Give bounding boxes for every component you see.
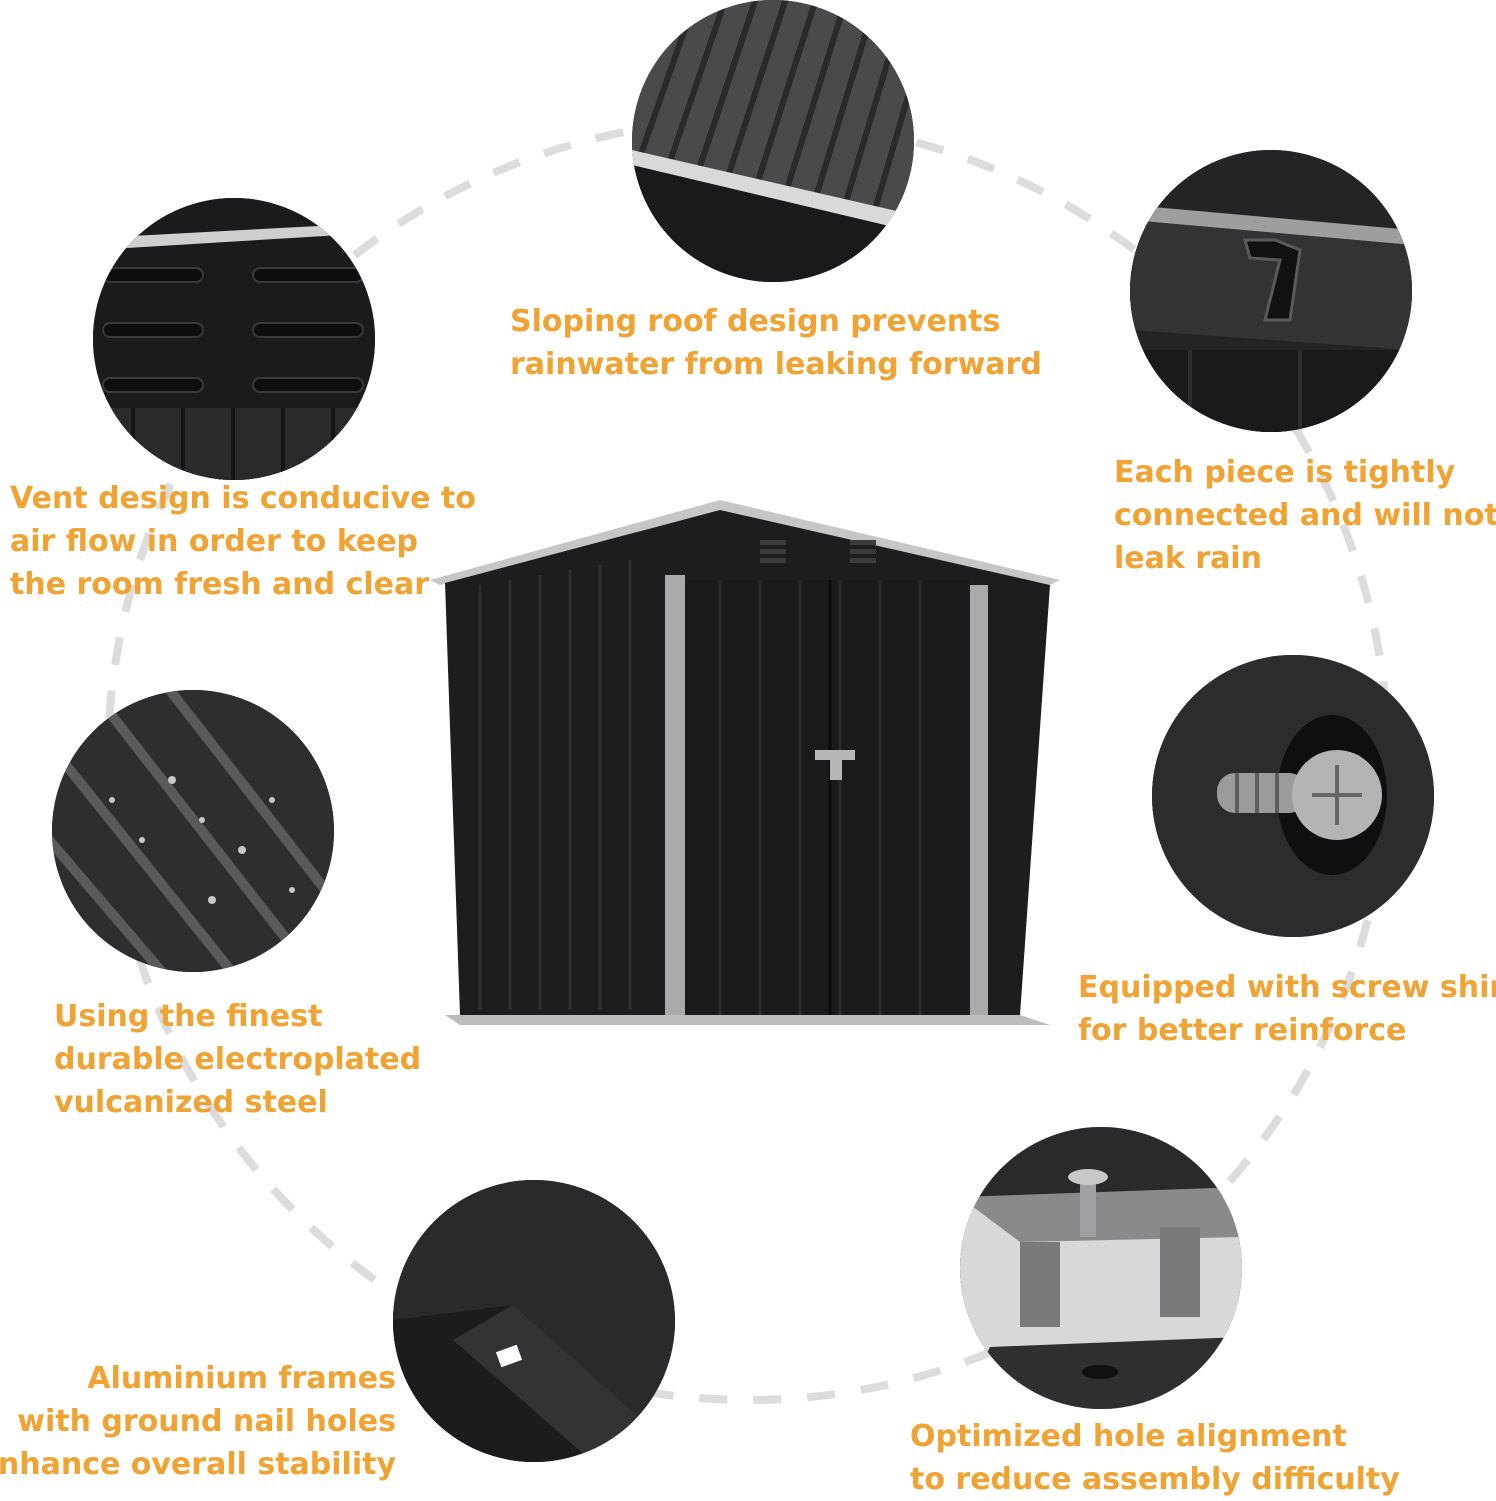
roof-detail-image	[632, 0, 914, 282]
vent-detail-image	[93, 198, 375, 480]
screw-caption-line-1: Equipped with screw shim	[1078, 970, 1496, 1005]
roof-caption: Sloping roof design prevents rainwater f…	[510, 300, 1042, 386]
screw-caption: Equipped with screw shim for better rein…	[1078, 966, 1496, 1052]
steel-caption-line-1: Using the finest	[54, 999, 323, 1034]
steel-caption-line-2: durable electroplated	[54, 1042, 422, 1077]
ground-frame-image	[393, 1180, 675, 1462]
alignment-caption: Optimized hole alignment to reduce assem…	[910, 1415, 1400, 1501]
connection-caption: Each piece is tightly connected and will…	[1114, 451, 1496, 580]
roof-caption-line-2: rainwater from leaking forward	[510, 347, 1042, 382]
frame-caption-line-1: Aluminium frames	[87, 1361, 396, 1396]
ridge-connection-image	[1130, 150, 1412, 432]
screw-shim-image	[1152, 655, 1434, 937]
vent-caption: Vent design is conducive to air flow in …	[10, 477, 476, 606]
frame-caption-line-3: enhance overall stability	[0, 1447, 396, 1482]
connection-caption-line-1: Each piece is tightly	[1114, 455, 1456, 490]
alignment-caption-line-2: to reduce assembly difficulty	[910, 1462, 1400, 1497]
steel-caption: Using the finest durable electroplated v…	[54, 995, 421, 1124]
steel-panel-image	[52, 690, 334, 972]
hole-alignment-image	[960, 1127, 1242, 1409]
vent-caption-line-2: air flow in order to keep	[10, 524, 419, 559]
roof-caption-line-1: Sloping roof design prevents	[510, 304, 1001, 339]
frame-caption: Aluminium frames with ground nail holes …	[0, 1357, 396, 1486]
connection-caption-line-3: leak rain	[1114, 541, 1262, 576]
storage-shed-image	[430, 500, 1060, 1025]
steel-caption-line-3: vulcanized steel	[54, 1085, 328, 1120]
vent-caption-line-3: the room fresh and clear	[10, 567, 430, 602]
vent-caption-line-1: Vent design is conducive to	[10, 481, 476, 516]
connection-caption-line-2: connected and will not	[1114, 498, 1496, 533]
screw-caption-line-2: for better reinforce	[1078, 1013, 1407, 1048]
alignment-caption-line-1: Optimized hole alignment	[910, 1419, 1347, 1454]
frame-caption-line-2: with ground nail holes	[17, 1404, 396, 1439]
